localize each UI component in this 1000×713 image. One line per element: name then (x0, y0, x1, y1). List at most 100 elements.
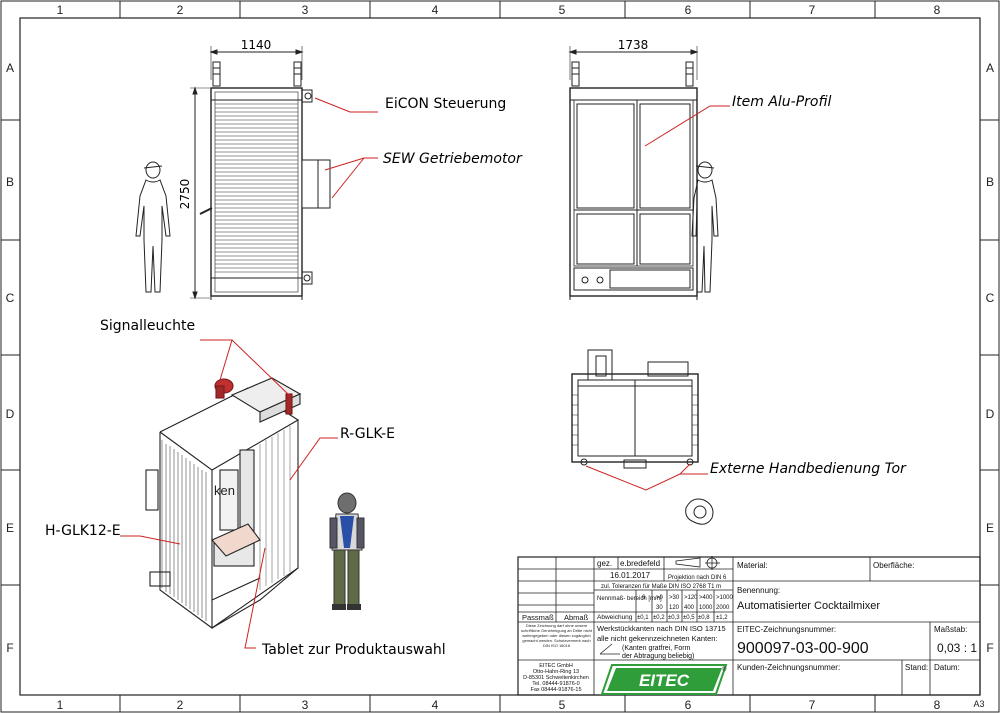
company-line: D-85301 Schweitenkirchen (523, 675, 589, 681)
col-label: 2 (177, 698, 184, 712)
zeichnungsnr-label: EITEC-Zeichnungsnummer: (737, 625, 836, 634)
abweichung-value: ±1,2 (716, 615, 728, 621)
nennmass-bottom: 2000 (716, 605, 730, 611)
massstab-label: Maßstab: (934, 625, 967, 634)
leader-handbedienung (585, 463, 708, 491)
col-label: 4 (432, 698, 439, 712)
dimension-width-front: 1738 (618, 38, 649, 52)
company-line: EITEC GmbH (539, 663, 573, 669)
label-rglk: R-GLK-E (340, 426, 395, 442)
col-label: 8 (934, 698, 941, 712)
nennmass-label: Nennmaß- bereich [mm] (597, 596, 662, 602)
abweichung-label: Abweichung (597, 614, 633, 621)
svg-text:®: ® (722, 666, 727, 673)
nennmass-bottom: 120 (669, 605, 680, 611)
row-label: B (986, 175, 994, 189)
projection-symbol-icon (675, 556, 720, 570)
machine-logo-text: ken (214, 483, 235, 498)
abweichung-value: ±0,8 (698, 615, 710, 621)
row-label: D (986, 407, 995, 421)
kanten-sub: alle nicht gekennzeichneten Kanten: (597, 634, 718, 643)
human-figure-left (135, 161, 171, 293)
nennmass-top: >400 (699, 595, 713, 601)
row-label: C (986, 291, 995, 305)
company-line: Fax 08444-91876-15 (530, 687, 581, 693)
leader-lines-iso (120, 339, 338, 649)
abmass-label: Abmaß (564, 613, 589, 622)
abweichung-value: ±0,3 (668, 615, 680, 621)
row-label: A (6, 61, 14, 75)
row-label: C (6, 291, 15, 305)
gez-name: e.bredefeld (620, 559, 660, 568)
col-label: 3 (302, 3, 309, 17)
label-handbedienung: Externe Handbedienung Tor (710, 461, 907, 477)
dimension-width-side: 1140 (241, 38, 272, 52)
col-label: 7 (809, 3, 816, 17)
col-label: 6 (685, 698, 692, 712)
company-line: Otto-Hahn-Ring 13 (533, 669, 579, 675)
logo-text: EITEC (639, 671, 690, 690)
col-label: 8 (934, 3, 941, 17)
row-label: F (6, 641, 13, 655)
leader-lines-side (314, 97, 378, 199)
nennmass-top: >0 (656, 595, 664, 601)
stand-label: Stand: (905, 663, 928, 672)
oberflaeche-label: Oberfläche: (873, 561, 914, 570)
abweichung-value: ±0,2 (653, 615, 665, 621)
person-3d (329, 492, 365, 610)
company-line: Tel. 08444-91876-0 (532, 681, 579, 687)
kanten-title: Werkstückkanten nach DIN ISO 13715 (597, 624, 726, 633)
gez-label: gez. (597, 559, 612, 568)
row-label: D (6, 407, 15, 421)
label-hglk: H-GLK12-E (45, 523, 121, 539)
datum-label: Datum: (934, 663, 960, 672)
label-eicon: EiCON Steuerung (385, 96, 506, 112)
tolerance-title: zul. Toleranzen für Maße DIN ISO 2768 T1… (601, 584, 721, 590)
passmass-label: Passmaß (522, 613, 554, 622)
row-label: B (6, 175, 14, 189)
eitec-logo: EITEC ® (600, 664, 728, 695)
copyright-note: Diese Zeichnung darf ohne unsere schrift… (521, 623, 592, 648)
kanten-note-1: (Kanten gratfrei, Form (622, 645, 691, 652)
col-label: 5 (559, 3, 566, 17)
benennung-value: Automatisierter Cocktailmixer (737, 600, 880, 612)
label-tablet: Tablet zur Produktauswahl (261, 642, 446, 658)
col-label: 1 (57, 698, 64, 712)
col-label: 5 (559, 698, 566, 712)
abweichung-value: ±0,5 (683, 615, 695, 621)
row-label: E (986, 521, 994, 535)
row-label: E (6, 521, 14, 535)
leader-item (644, 105, 730, 147)
projection-label: Projektion nach DIN 6 (668, 575, 727, 581)
date: 16.01.2017 (610, 571, 651, 580)
front-view (568, 46, 699, 300)
edge-symbol-icon (599, 643, 620, 655)
abweichung-value: ±0,1 (637, 615, 649, 621)
nennmass-bottom: 1000 (699, 605, 713, 611)
zeichnungsnr-value: 900097-03-00-900 (737, 640, 869, 657)
material-label: Material: (737, 561, 768, 570)
row-label: F (986, 641, 993, 655)
kunden-label: Kunden-Zeichnungsnummer: (737, 663, 840, 672)
top-view (571, 349, 714, 525)
sheet-size: A3 (973, 699, 984, 709)
human-figure-right (691, 161, 719, 293)
col-label: 3 (302, 698, 309, 712)
nennmass-bottom: 400 (684, 605, 695, 611)
label-sew: SEW Getriebemotor (383, 151, 523, 167)
col-label: 4 (432, 3, 439, 17)
nennmass-top: >30 (669, 595, 680, 601)
nennmass-top: >120 (684, 595, 698, 601)
title-block (517, 556, 981, 696)
col-label: 7 (809, 698, 816, 712)
col-label: 1 (57, 3, 64, 17)
benennung-label: Benennung: (737, 586, 780, 595)
dimension-height-side: 2750 (178, 179, 192, 210)
label-signal: Signalleuchte (100, 318, 195, 334)
label-item: Item Alu-Profil (732, 94, 832, 110)
kanten-note-2: der Abtragung beliebig) (622, 653, 694, 660)
nennmass-bottom: 30 (656, 605, 663, 611)
col-label: 2 (177, 3, 184, 17)
